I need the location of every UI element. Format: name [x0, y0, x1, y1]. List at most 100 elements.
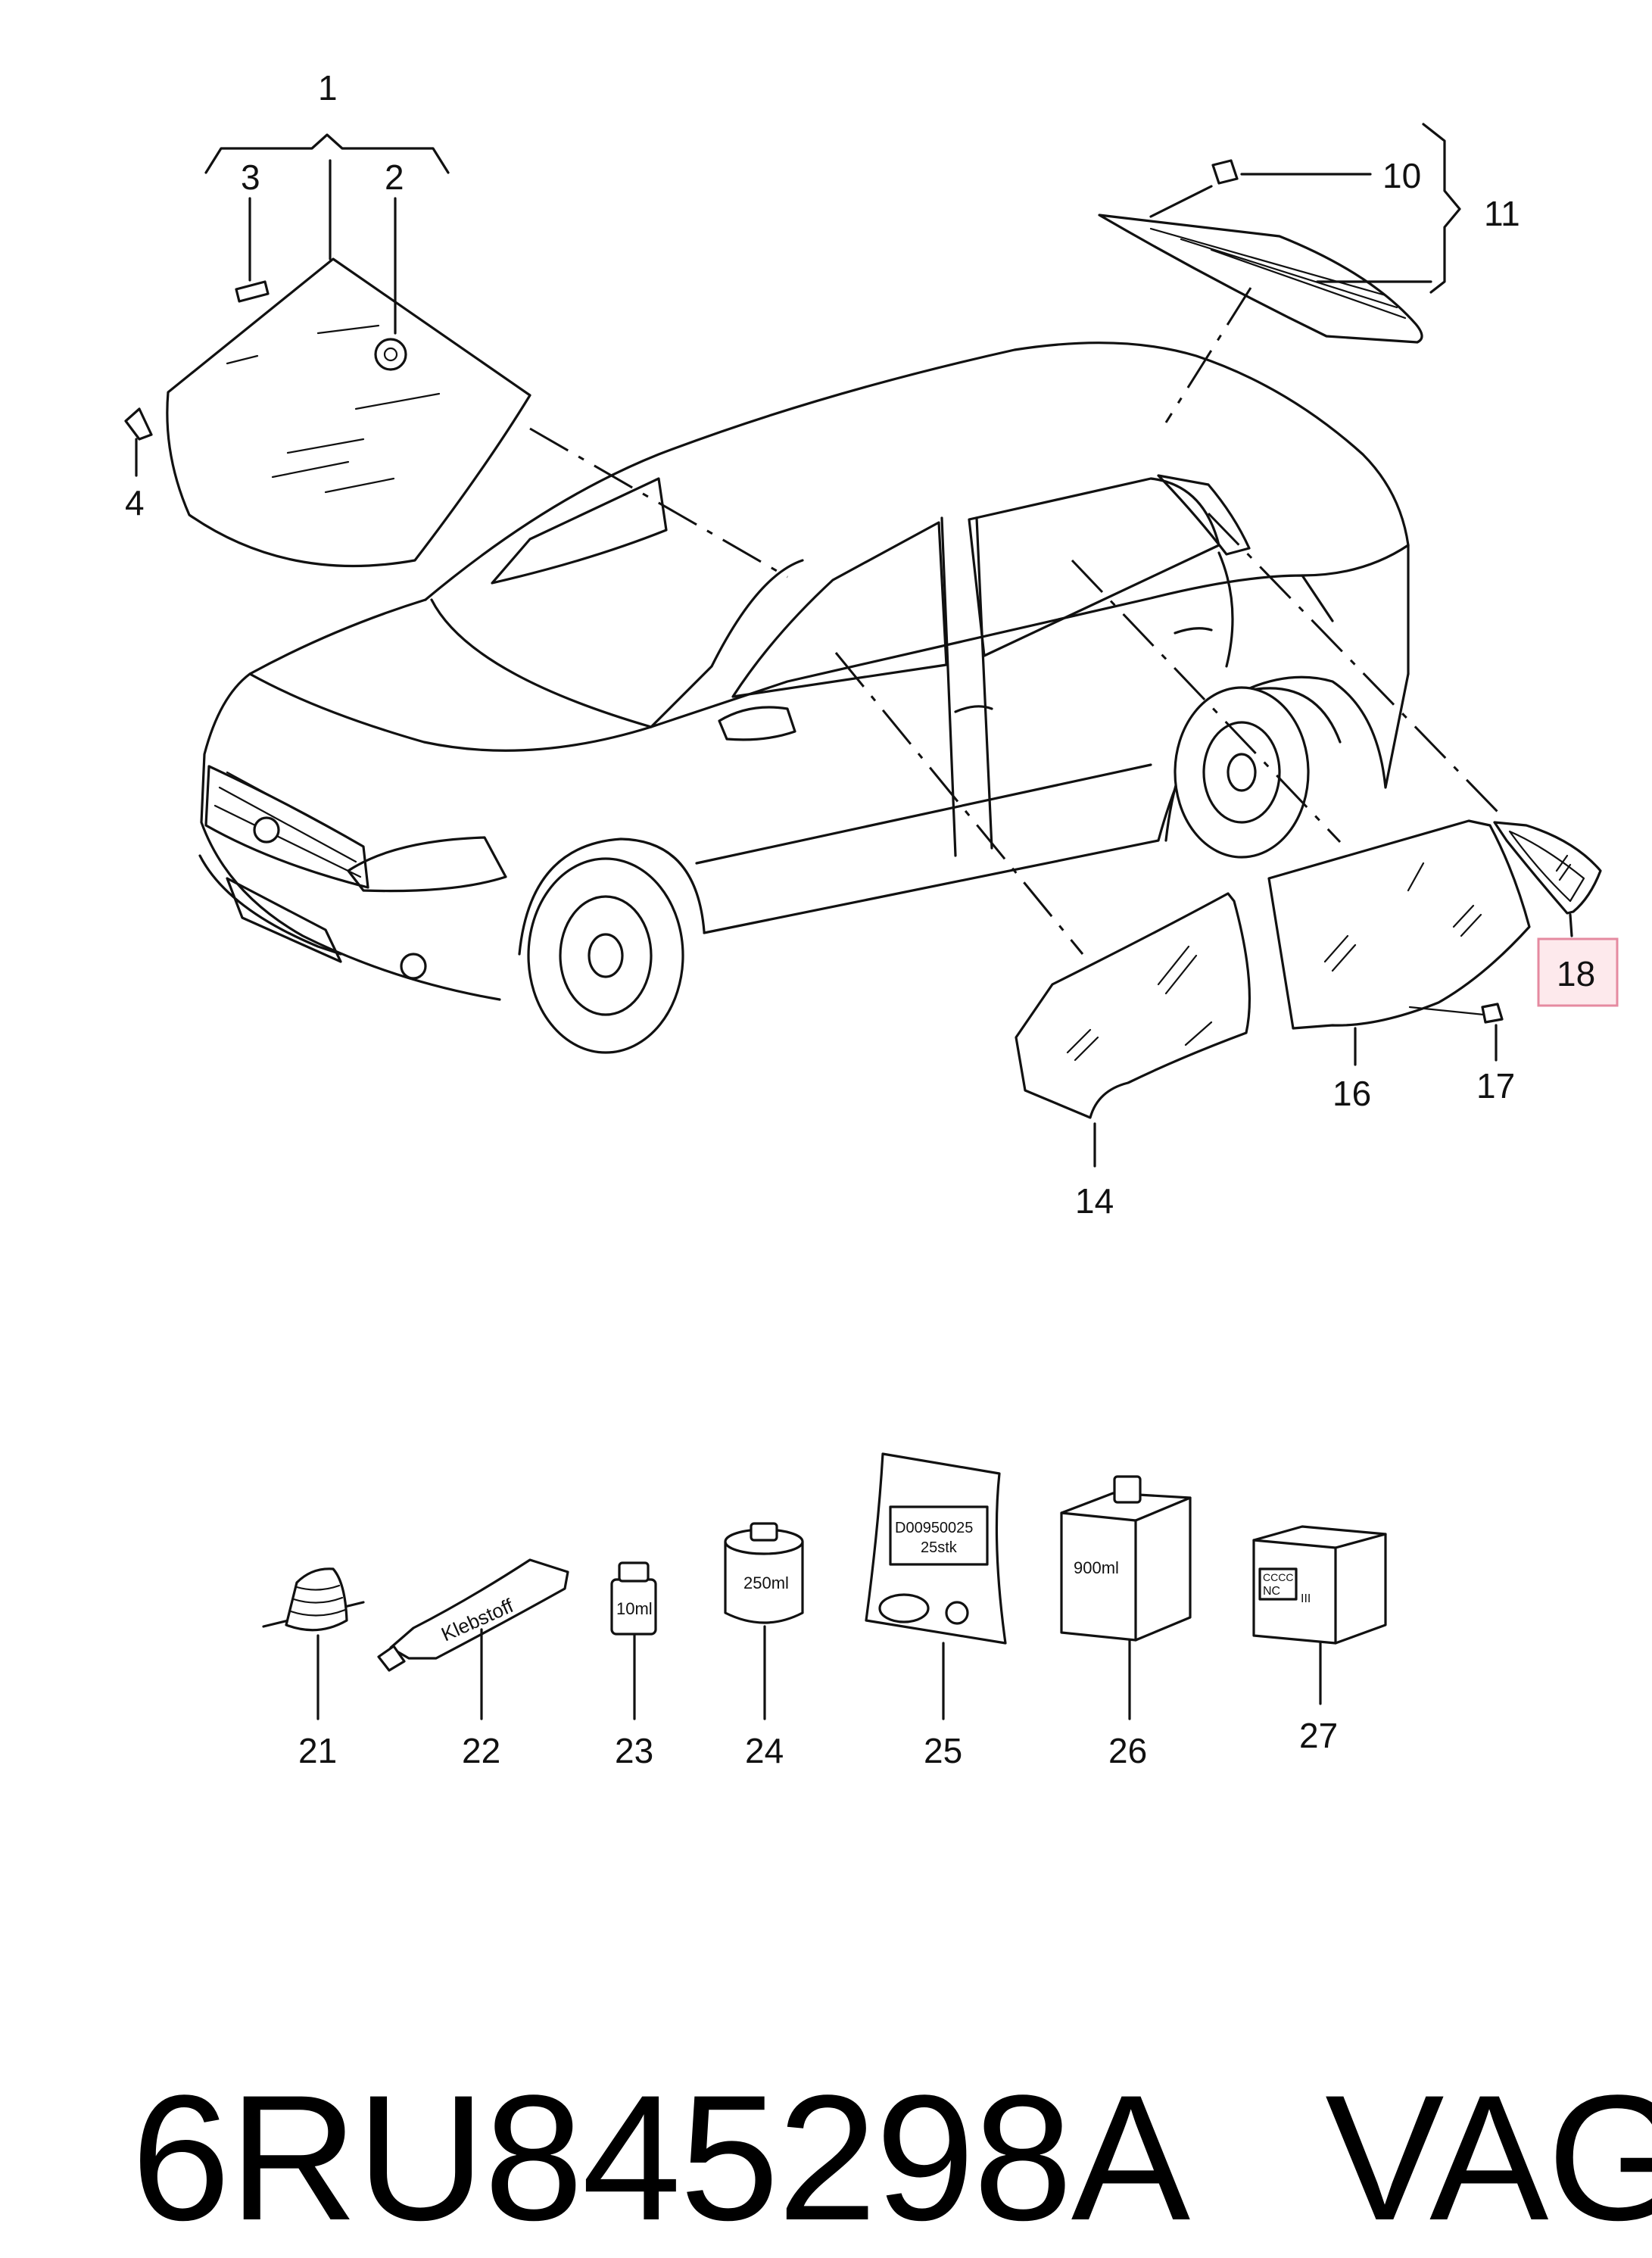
front-door-window — [731, 521, 948, 698]
part-number: 6RU845298A — [131, 2058, 1190, 2258]
leader-rear-clip — [1149, 185, 1213, 218]
rear-door-handle — [1174, 627, 1213, 635]
windshield-reflections — [226, 324, 441, 494]
front-door-handle — [954, 705, 993, 713]
accessory-25: D00950025 25stk 25 — [865, 1452, 1007, 1770]
front-wheel-arch — [518, 837, 706, 956]
b-pillar — [940, 516, 957, 857]
quarter-window-body — [1157, 474, 1251, 556]
canister-cap — [1113, 1475, 1142, 1504]
car-body — [198, 342, 1410, 1054]
leader-17 — [1408, 1006, 1485, 1016]
stop-pin-part — [1481, 1003, 1504, 1024]
front-hub — [588, 933, 624, 978]
windshield-frame — [430, 559, 804, 728]
windshield-dash — [529, 427, 788, 579]
callout-16: 16 — [1333, 1074, 1371, 1113]
accessory-21: 21 — [262, 1567, 365, 1770]
nozzle-rings — [289, 1584, 347, 1617]
accessory-23: 10ml 23 — [610, 1561, 657, 1770]
accessory-22: Klebstoff 22 — [377, 1558, 569, 1770]
sensor-part-inner — [383, 347, 398, 362]
front-wheel — [527, 857, 684, 1054]
brand-name: VAG — [1325, 2058, 1652, 2258]
callout-2: 2 — [385, 157, 404, 197]
bag-code: D00950025 — [895, 1520, 973, 1536]
roof-line — [424, 342, 1410, 675]
front-door-glass — [1015, 892, 1251, 1119]
callout-3: 3 — [241, 157, 260, 197]
small-bottle-label: 10ml — [616, 1599, 653, 1618]
leader-18 — [1569, 913, 1573, 937]
headlight — [347, 836, 507, 893]
lower-bumper — [198, 854, 342, 956]
accessory-27: CCCC NC III 27 — [1252, 1525, 1387, 1755]
lower-grille — [226, 877, 342, 963]
canister-edge-top — [1060, 1511, 1137, 1522]
box-edge-right — [1334, 1533, 1387, 1549]
accessory-26: 900ml 26 — [1060, 1475, 1192, 1770]
box-line3: III — [1301, 1592, 1311, 1605]
box-line1: CCCC — [1263, 1571, 1293, 1583]
windshield-glass — [166, 257, 531, 568]
callout-23: 23 — [615, 1731, 653, 1770]
quarter-glass-inner — [1508, 830, 1585, 903]
callout-4: 4 — [125, 483, 145, 522]
callout-10: 10 — [1382, 156, 1421, 195]
c-pillar-door-edge — [1217, 551, 1234, 668]
quarter-glass-dash — [1207, 512, 1499, 813]
rear-clip-part — [1211, 159, 1239, 185]
windshield-opening — [491, 477, 668, 585]
small-bottle-cap — [618, 1561, 650, 1583]
callout-11: 11 — [1484, 194, 1520, 233]
rear-rim — [1202, 721, 1281, 824]
mirror-mount-part — [235, 280, 270, 303]
callout-22: 22 — [462, 1731, 500, 1770]
parts-diagram: 1 3 2 4 10 11 — [124, 68, 1619, 1770]
rear-window-heater-lines — [1149, 227, 1407, 320]
callout-27: 27 — [1299, 1716, 1338, 1755]
box-edge-top — [1252, 1539, 1337, 1549]
hood-crease — [248, 672, 653, 752]
rear-hub — [1227, 753, 1257, 792]
front-rim — [559, 895, 653, 1016]
grille-bars — [214, 771, 362, 878]
rear-window-group: 10 11 — [1098, 123, 1520, 423]
accessory-24: 250ml 24 — [724, 1522, 804, 1770]
windshield-group: 1 3 2 4 — [124, 68, 788, 579]
sensor-part — [374, 338, 407, 371]
door-glass-group: 14 16 17 18 — [834, 512, 1619, 1221]
b-pillar-inner — [975, 516, 993, 850]
callout-21: 21 — [298, 1731, 337, 1770]
side-mirror — [718, 706, 796, 741]
highlight-box-18 — [1537, 937, 1619, 1007]
callout-24: 24 — [745, 1731, 784, 1770]
callout-17: 17 — [1476, 1066, 1515, 1106]
canister-label: 900ml — [1074, 1558, 1119, 1577]
box-line2: NC — [1263, 1585, 1280, 1598]
rear-window-glass — [1098, 214, 1423, 344]
fog-light — [400, 953, 427, 980]
clip-part — [124, 407, 153, 441]
accessories-group: 21 Klebstoff 22 10ml 23 250ml 24 — [262, 1452, 1387, 1770]
box-body — [1252, 1525, 1387, 1645]
canister-body — [1060, 1492, 1192, 1642]
trunk-edge — [1301, 544, 1410, 577]
bag-pad — [878, 1593, 930, 1623]
bag-qty: 25stk — [921, 1539, 958, 1556]
front-glass-dash — [834, 652, 1084, 955]
vw-badge — [253, 816, 280, 844]
rear-wheel — [1174, 686, 1310, 859]
adhesive-tube — [389, 1558, 569, 1660]
door-crease — [695, 763, 1152, 865]
quarter-glass-reflections — [1555, 854, 1572, 881]
bag-label-box — [889, 1505, 989, 1566]
front-door-glass-reflections — [1066, 945, 1213, 1062]
hood-front-outline — [200, 598, 501, 1001]
callout-18: 18 — [1557, 954, 1595, 993]
quarter-glass-part-18 — [1493, 821, 1602, 915]
can-cap — [750, 1522, 778, 1542]
bracket-11 — [1422, 123, 1461, 294]
tube-nozzle — [377, 1645, 406, 1672]
callout-25: 25 — [924, 1731, 962, 1770]
